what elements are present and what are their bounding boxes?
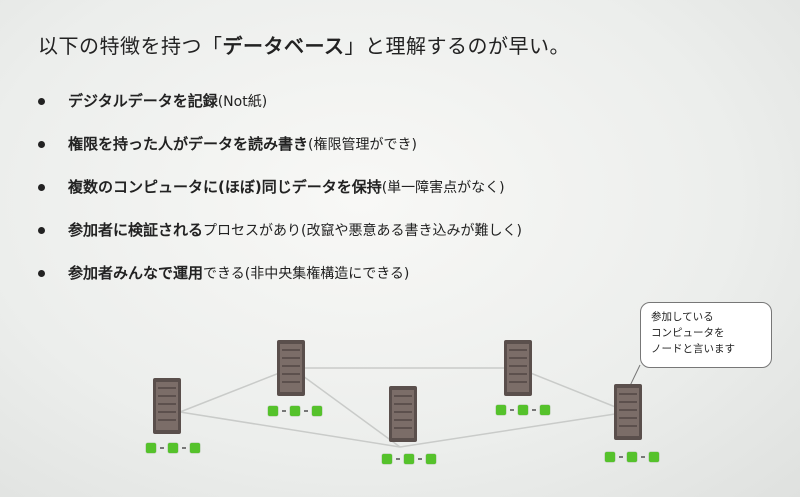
feature-bold-text: 権限を持った人がデータを読み書き <box>68 135 309 153</box>
title-keyword: データベース <box>222 34 345 58</box>
connection-line <box>291 367 401 448</box>
feature-bold-text: 複数のコンピュータに(ほぼ)同じデータを保持 <box>68 178 382 196</box>
server-icon <box>276 338 306 398</box>
callout-line: コンピュータを <box>651 327 725 339</box>
callout-line: ノードと言います <box>651 343 735 355</box>
connection-line <box>179 411 401 448</box>
title-suffix: 」と理解するのが早い。 <box>344 34 570 58</box>
feature-item: デジタルデータを記録(Not紙) <box>36 86 522 118</box>
node-callout-bubble: 参加している コンピュータを ノードと言います <box>640 302 772 368</box>
node-status-icon <box>496 405 550 415</box>
feature-note: (単一障害点がなく) <box>381 180 505 196</box>
slide-title: 以下の特徴を持つ「データベース」と理解するのが早い。 <box>38 30 570 59</box>
feature-item: 参加者に検証されるプロセスがあり(改竄や悪意ある書き込みが難しく) <box>36 215 522 247</box>
bullet-icon <box>38 141 45 148</box>
node-status-icon <box>382 454 436 464</box>
node-status-icon <box>605 452 659 462</box>
feature-note: (権限管理ができ) <box>308 137 417 153</box>
server-icon <box>152 376 182 436</box>
title-prefix: 以下の特徴を持つ「 <box>38 34 223 58</box>
server-icon <box>613 382 643 442</box>
feature-note: できる(非中央集権構造にできる) <box>203 266 410 282</box>
node-status-icon <box>146 443 200 453</box>
connection-line <box>517 367 629 413</box>
feature-bold-text: デジタルデータを記録 <box>68 92 218 110</box>
server-icon <box>388 384 418 444</box>
feature-item: 権限を持った人がデータを読み書き(権限管理ができ) <box>36 129 522 161</box>
feature-list: デジタルデータを記録(Not紙) 権限を持った人がデータを読み書き(権限管理がで… <box>36 86 522 301</box>
feature-item: 参加者みんなで運用できる(非中央集権構造にできる) <box>36 258 522 290</box>
feature-bold-text: 参加者に検証される <box>68 221 204 239</box>
server-icon <box>503 338 533 398</box>
callout-line: 参加している <box>651 311 714 323</box>
feature-bold-text: 参加者みんなで運用 <box>68 264 204 282</box>
bullet-icon <box>38 270 45 277</box>
feature-item: 複数のコンピュータに(ほぼ)同じデータを保持(単一障害点がなく) <box>36 172 522 204</box>
bullet-icon <box>38 184 45 191</box>
feature-note: (Not紙) <box>217 94 268 110</box>
connection-line <box>179 367 293 413</box>
bullet-icon <box>38 227 45 234</box>
bullet-icon <box>38 98 45 105</box>
connection-line <box>399 411 629 448</box>
node-status-icon <box>268 406 322 416</box>
feature-note: プロセスがあり(改竄や悪意ある書き込みが難しく) <box>203 223 522 239</box>
